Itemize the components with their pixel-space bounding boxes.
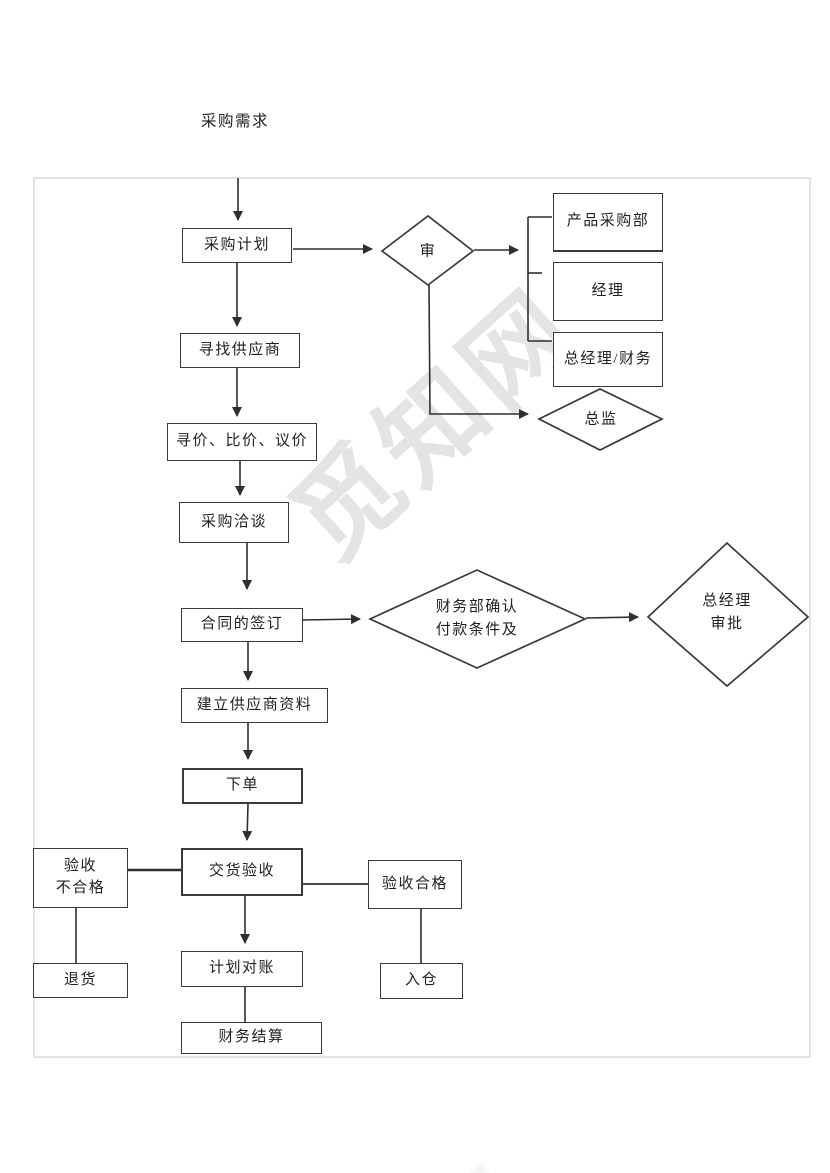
diagram-frame [33, 177, 811, 1058]
node-inspection-failed: 验收 不合格 [33, 848, 128, 908]
node-find-supplier: 寻找供应商 [180, 333, 300, 368]
label-director: 总监 [584, 411, 618, 428]
gm-approval-line2: 审批 [710, 616, 744, 632]
diamond-director [537, 388, 664, 451]
finance-confirm-line2: 付款条件及 [435, 622, 519, 638]
label-gm-approval: 总经理 审批 [702, 590, 752, 637]
arrow-order-to-delivery [242, 803, 253, 841]
node-warehouse-entry: 入仓 [380, 963, 463, 999]
node-create-supplier-record: 建立供应商资料 [181, 688, 328, 723]
finance-confirm-line1: 财务部确认 [435, 598, 519, 615]
node-product-purchasing-dept: 产品采购部 [553, 193, 663, 252]
node-delivery-inspection: 交货验收 [181, 848, 303, 896]
diamond-gm-approval [646, 541, 810, 688]
node-plan-reconciliation: 计划对账 [181, 951, 303, 987]
node-purchase-negotiation: 采购洽谈 [179, 502, 289, 543]
node-manager: 经理 [553, 262, 663, 321]
inspection-failed-line1: 验收 [63, 858, 97, 875]
gm-approval-line1: 总经理 [702, 592, 752, 609]
node-return-goods: 退货 [33, 963, 128, 998]
node-inspection-passed: 验收合格 [368, 860, 462, 909]
node-purchase-plan: 采购计划 [182, 228, 292, 263]
diamond-finance-confirm [367, 569, 588, 669]
arrow-review-to-director [428, 284, 529, 419]
label-review: 审 [419, 243, 437, 260]
node-contract-signing: 合同的签订 [181, 608, 303, 642]
arrow-contract-to-finance-confirm [302, 614, 361, 625]
page-title: 采购需求 [201, 113, 270, 130]
node-gm-finance: 总经理/财务 [553, 332, 663, 387]
diamond-review [380, 214, 475, 287]
node-place-order: 下单 [182, 768, 303, 804]
node-financial-settlement: 财务结算 [181, 1022, 322, 1054]
arrow-finance-confirm-to-gm-approval [585, 612, 639, 623]
node-price-inquiry: 寻价、比价、议价 [167, 423, 317, 461]
inspection-failed-line2: 不合格 [55, 880, 106, 896]
label-finance-confirm: 财务部确认 付款条件及 [436, 596, 519, 643]
